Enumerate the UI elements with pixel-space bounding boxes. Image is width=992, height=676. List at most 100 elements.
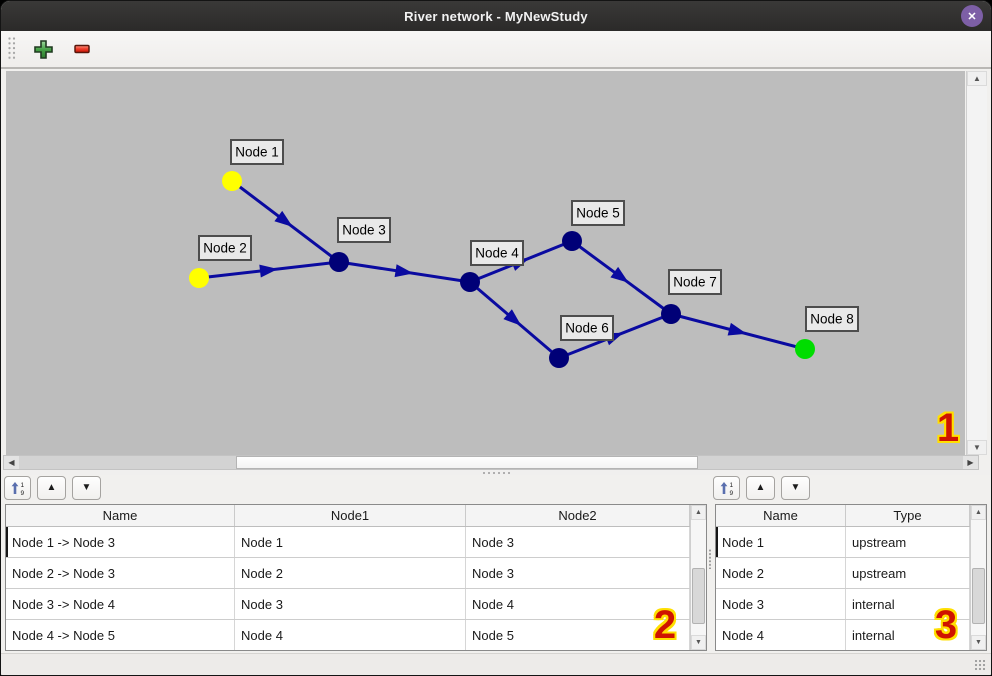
edge-arrowhead-icon (610, 266, 629, 283)
node-label[interactable]: Node 3 (337, 217, 391, 243)
move-up-node-button[interactable]: ▲ (746, 475, 775, 500)
move-down-node-button[interactable]: ▼ (781, 475, 810, 500)
table-cell: upstream (846, 527, 970, 557)
canvas-vertical-scrollbar[interactable]: ▲ ▼ (966, 71, 987, 455)
node-node-3[interactable] (329, 252, 349, 272)
node-node-8[interactable] (795, 339, 815, 359)
node-label[interactable]: Node 4 (470, 240, 524, 266)
vertical-splitter-handle[interactable] (709, 549, 712, 569)
annotation-digit-3: 3 (934, 603, 958, 647)
node-label-box (470, 240, 524, 266)
network-canvas[interactable]: Node 1 Node 2 Node 3 Node 4 Node 5 Node 6 Node… (6, 71, 965, 455)
sort-ascending-icon: 1 9 (11, 481, 24, 496)
node-label[interactable]: Node 1 (230, 139, 284, 165)
node-label[interactable]: Node 7 (668, 269, 722, 295)
node-node-5[interactable] (562, 231, 582, 251)
sort-ascending-icon: 1 9 (720, 481, 733, 496)
table-cell: upstream (846, 558, 970, 588)
column-header-node2[interactable]: Node2 (466, 505, 690, 526)
node-label-text: Node 1 (235, 145, 279, 160)
scroll-up-arrow-icon[interactable]: ▲ (967, 71, 987, 86)
edge-arrowhead-icon (274, 210, 293, 227)
node-label-text: Node 8 (810, 312, 854, 327)
scroll-up-arrow-icon[interactable]: ▲ (691, 505, 706, 520)
remove-button[interactable] (69, 36, 95, 62)
sort-nodes-button[interactable]: 1 9 (713, 475, 740, 500)
scroll-down-arrow-icon[interactable]: ▼ (971, 635, 986, 650)
scroll-down-arrow-icon[interactable]: ▼ (967, 440, 987, 455)
table-cell: Node 1 (716, 527, 846, 557)
nodes-table-toolbar: 1 9 ▲ ▼ (713, 474, 810, 501)
table-cell: Node 3 (466, 558, 690, 588)
canvas-horizontal-scrollbar[interactable]: ◀ ▶ (3, 455, 979, 470)
column-header-name[interactable]: Name (716, 505, 846, 526)
titlebar[interactable]: River network - MyNewStudy ✕ (1, 1, 991, 31)
scroll-left-arrow-icon[interactable]: ◀ (4, 456, 19, 469)
scroll-right-arrow-icon[interactable]: ▶ (963, 456, 978, 469)
table-cell: Node 3 -> Node 4 (6, 589, 235, 619)
annotation-digit-1: 1 (936, 406, 960, 450)
table-scrollbar-thumb[interactable] (692, 568, 705, 624)
horizontal-scrollbar-thumb[interactable] (236, 456, 698, 469)
table-cell: Node 4 (466, 589, 690, 619)
up-triangle-icon: ▲ (755, 482, 766, 493)
minus-icon (74, 44, 90, 54)
sort-reaches-button[interactable]: 1 9 (4, 475, 31, 500)
column-header-type[interactable]: Type (846, 505, 970, 526)
horizontal-splitter-handle[interactable] (1, 470, 991, 475)
toolbar-drag-handle[interactable] (8, 37, 17, 61)
node-label-text: Node 3 (342, 223, 386, 238)
table-cell: Node 2 (716, 558, 846, 588)
svg-text:1: 1 (20, 481, 24, 488)
table-cell: Node 1 (235, 527, 466, 557)
table-scrollbar-thumb[interactable] (972, 568, 985, 624)
node-node-4[interactable] (460, 272, 480, 292)
node-node-2[interactable] (189, 268, 209, 288)
node-label[interactable]: Node 2 (198, 235, 252, 261)
move-down-reach-button[interactable]: ▼ (72, 475, 101, 500)
node-label-text: Node 7 (673, 275, 717, 290)
node-node-1[interactable] (222, 171, 242, 191)
scroll-up-arrow-icon[interactable]: ▲ (971, 505, 986, 520)
close-button[interactable]: ✕ (961, 5, 983, 27)
svg-text:9: 9 (729, 490, 733, 496)
edge-arrowhead-icon (394, 264, 414, 278)
svg-text:9: 9 (20, 490, 24, 496)
move-up-reach-button[interactable]: ▲ (37, 475, 66, 500)
up-triangle-icon: ▲ (46, 482, 57, 493)
node-label-text: Node 5 (576, 206, 620, 221)
table-cell: internal (846, 589, 970, 619)
add-button[interactable] (30, 36, 56, 62)
column-header-name[interactable]: Name (6, 505, 235, 526)
reaches-table-toolbar: 1 9 ▲ ▼ (4, 474, 101, 501)
edge-arrowhead-icon (727, 322, 747, 336)
node-label[interactable]: Node 5 (571, 200, 625, 226)
column-header-node1[interactable]: Node1 (235, 505, 466, 526)
table-cell: Node 5 (466, 620, 690, 650)
table-vertical-scrollbar[interactable]: ▲▼ (690, 505, 706, 650)
node-node-6[interactable] (549, 348, 569, 368)
table-cell: internal (846, 620, 970, 650)
node-node-7[interactable] (661, 304, 681, 324)
table-cell: Node 4 -> Node 5 (6, 620, 235, 650)
resize-grip-icon[interactable] (975, 660, 986, 671)
node-label[interactable]: Node 8 (805, 306, 859, 332)
table-vertical-scrollbar[interactable]: ▲▼ (970, 505, 986, 650)
scroll-down-arrow-icon[interactable]: ▼ (691, 635, 706, 650)
edge-arrowhead-icon (503, 309, 522, 326)
table-cell: Node 3 (235, 589, 466, 619)
node-label-text: Node 6 (565, 321, 609, 336)
node-label[interactable]: Node 6 (560, 315, 614, 341)
